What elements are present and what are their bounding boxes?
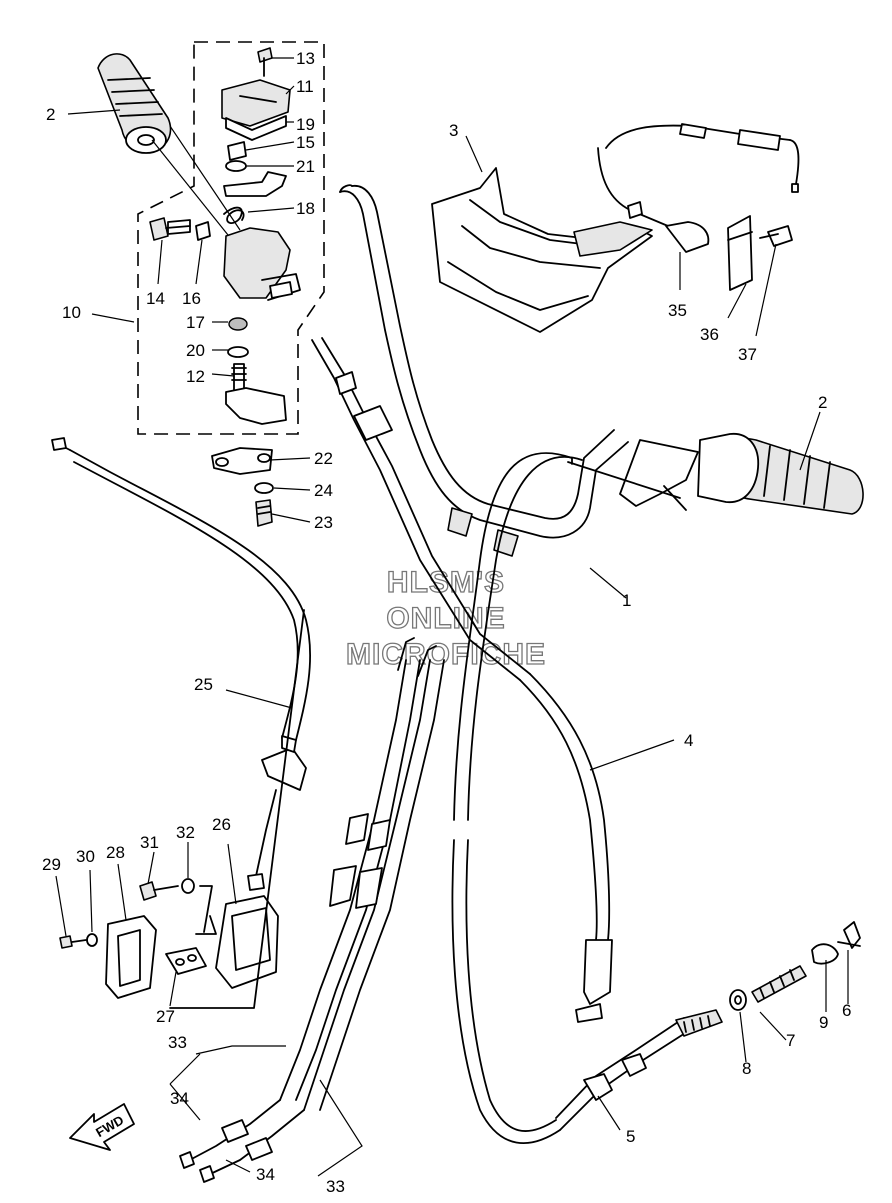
callout-33-top: 33 (168, 1033, 187, 1052)
callout-34-bottom: 34 (256, 1165, 275, 1184)
callout-9: 9 (819, 1013, 828, 1032)
choke-assembly (597, 123, 800, 291)
callout-2-left: 2 (46, 105, 55, 124)
callout-11: 11 (296, 77, 314, 96)
fwd-arrow: FWD (69, 1103, 135, 1151)
twin-cables (179, 637, 445, 1183)
handlebar (339, 184, 629, 557)
callout-22: 22 (314, 449, 333, 468)
callout-35: 35 (668, 301, 687, 320)
callout-37: 37 (738, 345, 757, 364)
callout-36: 36 (700, 325, 719, 344)
watermark-line3: MICROFICHE (346, 638, 546, 671)
callout-30: 30 (76, 847, 95, 866)
callout-3: 3 (449, 121, 458, 140)
throttle-cable (451, 452, 687, 1144)
callout-20: 20 (186, 341, 205, 360)
callout-8: 8 (742, 1059, 751, 1078)
cable-upper (311, 337, 613, 1023)
handlebar-pad (431, 167, 653, 333)
callout-1: 1 (622, 591, 631, 610)
callout-25: 25 (194, 675, 213, 694)
switch-assembly (137, 41, 325, 527)
callout-31: 31 (140, 833, 159, 852)
callout-27: 27 (156, 1007, 175, 1026)
callouts: 2 2 3 1 4 5 6 7 8 9 10 11 12 13 14 15 16… (42, 49, 851, 1196)
callout-4: 4 (684, 731, 693, 750)
callout-26: 26 (212, 815, 231, 834)
callout-34-top: 34 (170, 1089, 189, 1108)
callout-29: 29 (42, 855, 61, 874)
watermark-line1: HLSM'S (387, 566, 505, 599)
adjuster-parts (729, 921, 861, 1011)
callout-18: 18 (296, 199, 315, 218)
cable-5 (555, 1009, 723, 1131)
callout-19: 19 (296, 115, 315, 134)
callout-6: 6 (842, 1001, 851, 1020)
right-grip (619, 433, 864, 515)
callout-12: 12 (186, 367, 205, 386)
callout-5: 5 (626, 1127, 635, 1146)
leader-lines (55, 57, 849, 1177)
callout-21: 21 (296, 157, 315, 176)
callout-32: 32 (176, 823, 195, 842)
watermark-line2: ONLINE (386, 602, 505, 635)
callout-23: 23 (314, 513, 333, 532)
callout-7: 7 (786, 1031, 795, 1050)
callout-10: 10 (62, 303, 81, 322)
callout-2-right: 2 (818, 393, 827, 412)
left-grip (97, 53, 172, 154)
callout-14: 14 (146, 289, 165, 308)
master-cylinder (59, 609, 305, 1009)
callout-33-bottom: 33 (326, 1177, 345, 1196)
callout-13: 13 (296, 49, 315, 68)
callout-15: 15 (296, 133, 315, 152)
callout-16: 16 (182, 289, 201, 308)
callout-17: 17 (186, 313, 205, 332)
callout-24: 24 (314, 481, 333, 500)
callout-28: 28 (106, 843, 125, 862)
watermark: HLSM'S ONLINE MICROFICHE (345, 565, 546, 671)
